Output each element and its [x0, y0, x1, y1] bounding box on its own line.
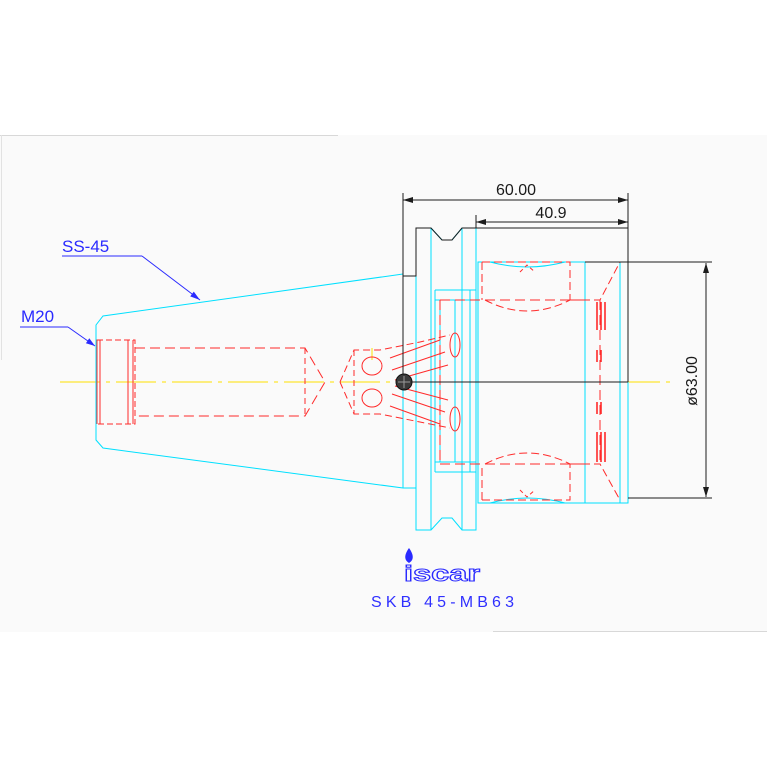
- callout-shank-arrow: [190, 291, 200, 300]
- dim-40-arrow-left: [476, 219, 486, 225]
- bottom-pocket-center: [519, 489, 536, 498]
- spring-coil-upper: [361, 356, 383, 376]
- section-and-dimensions: [402, 193, 712, 499]
- sheet-area: [0, 135, 767, 632]
- dim-60-arrow-right: [618, 197, 628, 203]
- callout-thread-label: M20: [21, 307, 54, 326]
- cap-chamfer-lower: [570, 463, 621, 501]
- brand-logo-text: iscar: [404, 561, 481, 586]
- spring-end-upper: [449, 332, 461, 358]
- part-number: SKB 45-MB63: [371, 594, 515, 611]
- callout-shank-leader: [141, 255, 201, 301]
- top-pocket-center: [519, 264, 536, 273]
- dim-63-arrow-bottom: [703, 487, 709, 497]
- callout-thread: [20, 326, 96, 347]
- callout-shank-label: SS-45: [62, 237, 109, 256]
- dimension-arrows: [403, 197, 709, 497]
- spring-end-lower: [449, 406, 461, 432]
- callout-shank: [62, 255, 201, 301]
- dim-40-arrow-right: [618, 219, 628, 225]
- callout-thread-arrow: [85, 338, 95, 346]
- taper-shank-outline: [95, 273, 404, 489]
- top-pocket: [481, 261, 571, 312]
- hex-socket-lower: [339, 381, 451, 429]
- cap-face-marks: [596, 302, 606, 462]
- cap-body-top-arc: [489, 261, 566, 268]
- brand-logo: iscar: [404, 548, 481, 587]
- filled-circle-icon: [395, 373, 413, 391]
- drawbar-bore: [135, 347, 326, 417]
- dim-overall-length-label: 60.00: [496, 182, 536, 199]
- cap-body-bottom-arc: [489, 497, 566, 504]
- section-profile: [403, 227, 628, 277]
- section-marker-cross: [398, 376, 410, 388]
- spring-coil-lower: [361, 388, 383, 408]
- dim-diameter-label: ø63.00: [684, 356, 701, 406]
- dim-63-arrow-top: [703, 263, 709, 273]
- dim-body-length-label: 40.9: [535, 205, 566, 222]
- hex-socket-upper: [339, 334, 451, 383]
- drop-icon: [405, 548, 413, 563]
- bottom-pocket: [481, 452, 571, 501]
- dim-60-arrow-left: [403, 197, 413, 203]
